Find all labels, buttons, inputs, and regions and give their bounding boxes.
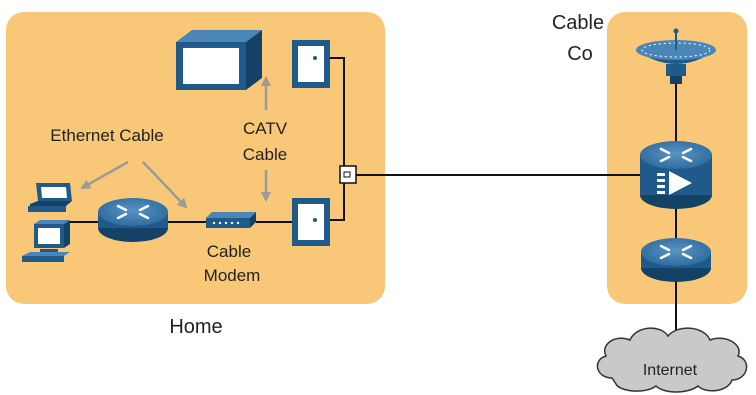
- satellite-dish-icon: [636, 28, 716, 84]
- wall-outlet-icon: [292, 40, 330, 88]
- laptop-icon: [28, 183, 72, 212]
- cables: [68, 57, 677, 346]
- ethernet-arrow-laptop: [80, 160, 129, 190]
- cloud-icon: [596, 327, 748, 393]
- wall-outlet-icon: [292, 198, 330, 246]
- ethernet-arrow-modem: [142, 161, 188, 209]
- cmts-icon: [640, 141, 712, 209]
- splitter-icon: [339, 165, 357, 184]
- cable-co-label-line1: Cable: [552, 12, 604, 34]
- catv-label-line2: Cable: [243, 145, 287, 164]
- tv-icon: [176, 30, 262, 90]
- cable-modem-label-line1: Cable: [207, 242, 251, 261]
- cable-co-label-line2: Co: [567, 43, 593, 65]
- cable-modem-icon: [206, 212, 256, 228]
- ethernet-cable-label: Ethernet Cable: [50, 126, 163, 145]
- internet-label: Internet: [643, 362, 698, 379]
- desktop-pc-icon: [22, 220, 70, 262]
- arrows: [80, 76, 271, 209]
- router-icon: [641, 238, 711, 282]
- catv-label-line1: CATV: [243, 119, 288, 138]
- cable-modem-label-line2: Modem: [204, 266, 261, 285]
- home-label: Home: [169, 316, 222, 338]
- router-icon: [98, 198, 168, 242]
